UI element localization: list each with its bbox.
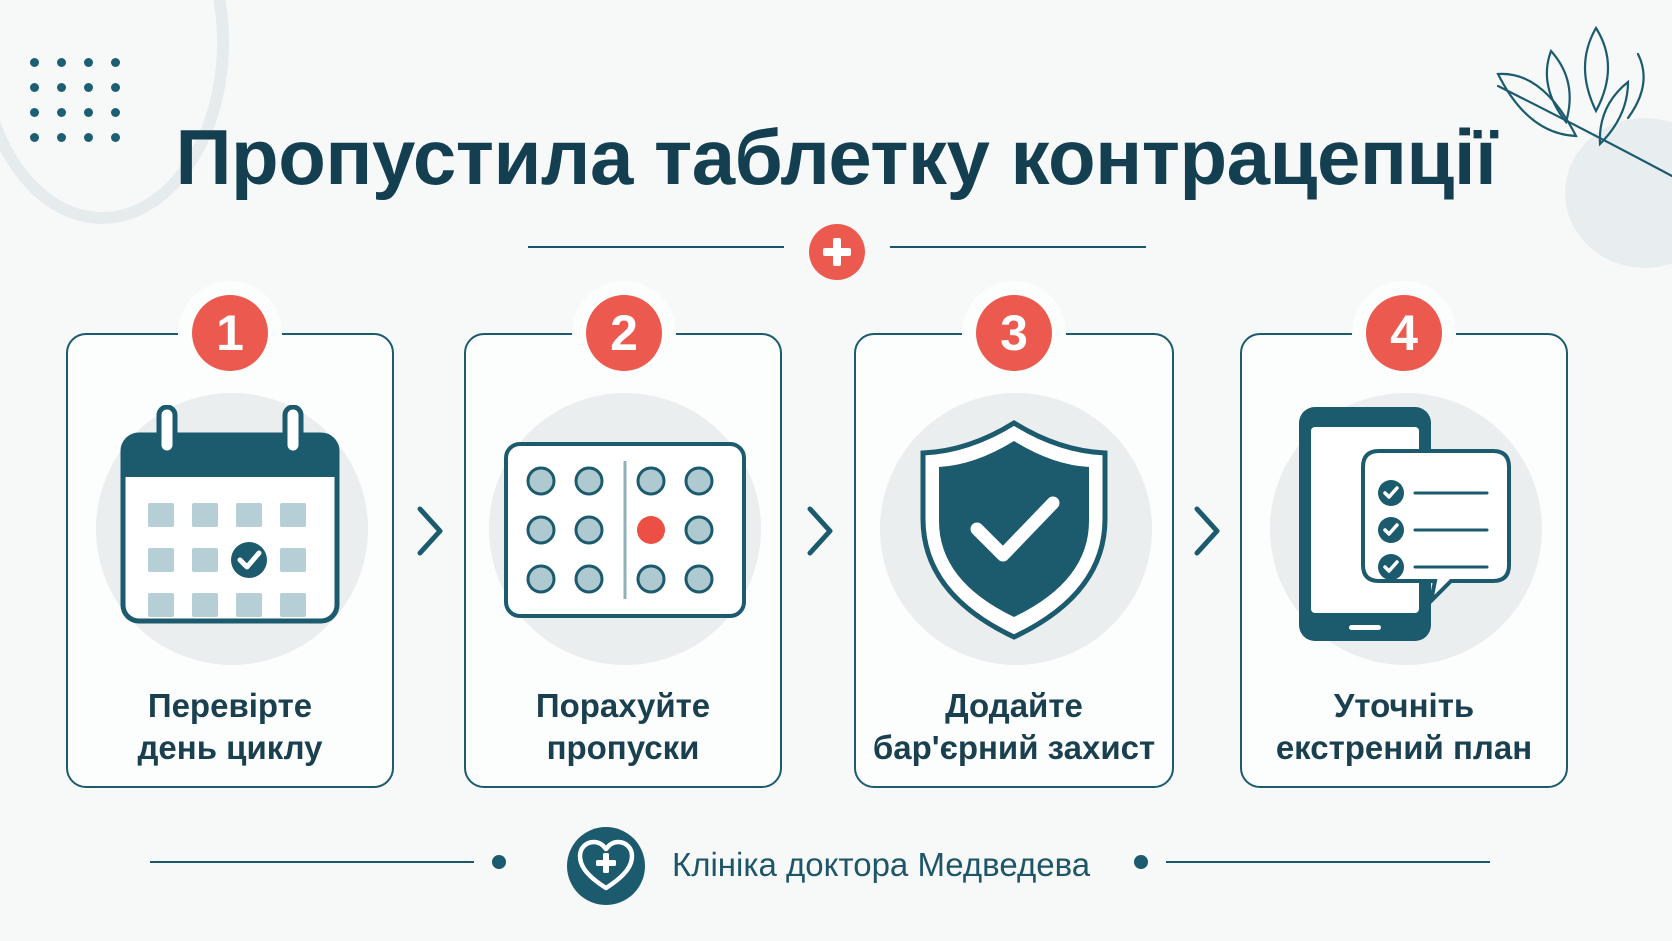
chevron-right-icon xyxy=(1194,506,1220,556)
calendar-icon xyxy=(120,405,340,624)
medical-plus-icon xyxy=(809,224,865,280)
decorative-dot xyxy=(57,133,66,142)
step-label-line2: бар'єрний захист xyxy=(872,729,1156,766)
decorative-dot xyxy=(84,133,93,142)
title-divider-right xyxy=(890,246,1146,248)
shield-check-icon xyxy=(920,420,1108,640)
step-label: Уточніть екстрений план xyxy=(1242,685,1566,769)
decorative-dot xyxy=(30,133,39,142)
step-card-3: 3 Додайте бар'єрний захист xyxy=(854,295,1174,788)
decorative-dot xyxy=(84,108,93,117)
chevron-right-icon xyxy=(807,506,833,556)
heart-plus-icon xyxy=(567,827,645,905)
step-label-line1: Перевірте xyxy=(147,687,313,724)
decorative-dot xyxy=(84,83,93,92)
page-title: Пропустила таблетку контрацепції xyxy=(175,113,1497,201)
step-label-line1: Порахуйте xyxy=(535,687,711,724)
decorative-dot xyxy=(84,58,93,67)
step-number-badge: 4 xyxy=(1366,295,1442,371)
step-number-badge: 2 xyxy=(586,295,662,371)
decorative-dot xyxy=(111,108,120,117)
title-divider-left xyxy=(528,246,784,248)
step-label-line2: пропуски xyxy=(546,729,700,766)
step-card-4: 4 Уточніть екстрений план xyxy=(1240,295,1568,788)
step-label-line1: Уточніть xyxy=(1333,687,1475,724)
phone-checklist-icon xyxy=(1299,407,1511,641)
step-label: Порахуйте пропуски xyxy=(466,685,780,769)
decorative-dot xyxy=(30,58,39,67)
decorative-dot xyxy=(57,108,66,117)
clinic-name: Клініка доктора Медведева xyxy=(672,846,1091,883)
footer-dot-left xyxy=(492,855,506,869)
step-label-line2: день циклу xyxy=(137,729,323,766)
leaf-branch-icon xyxy=(1496,26,1672,178)
step-label: Додайте бар'єрний захист xyxy=(856,685,1172,769)
step-label: Перевірте день циклу xyxy=(68,685,392,769)
pill-pack-icon xyxy=(504,442,746,618)
decorative-dot xyxy=(111,58,120,67)
decorative-dots xyxy=(30,58,122,144)
step-number-badge: 1 xyxy=(192,295,268,371)
step-card-1: 1 Перевірте день циклу xyxy=(66,295,394,788)
footer-divider-left xyxy=(150,861,474,863)
decorative-dot xyxy=(57,83,66,92)
decorative-dot xyxy=(111,133,120,142)
step-label-line2: екстрений план xyxy=(1275,729,1533,766)
chevron-right-icon xyxy=(417,506,443,556)
step-number-badge: 3 xyxy=(976,295,1052,371)
decorative-dot xyxy=(30,108,39,117)
decorative-dot xyxy=(30,83,39,92)
step-card-2: 2 Порахуйте пропуски xyxy=(464,295,782,788)
step-label-line1: Додайте xyxy=(945,687,1083,724)
decorative-dot xyxy=(111,83,120,92)
footer-divider-right xyxy=(1166,861,1490,863)
footer-dot-right xyxy=(1134,855,1148,869)
decorative-dot xyxy=(57,58,66,67)
